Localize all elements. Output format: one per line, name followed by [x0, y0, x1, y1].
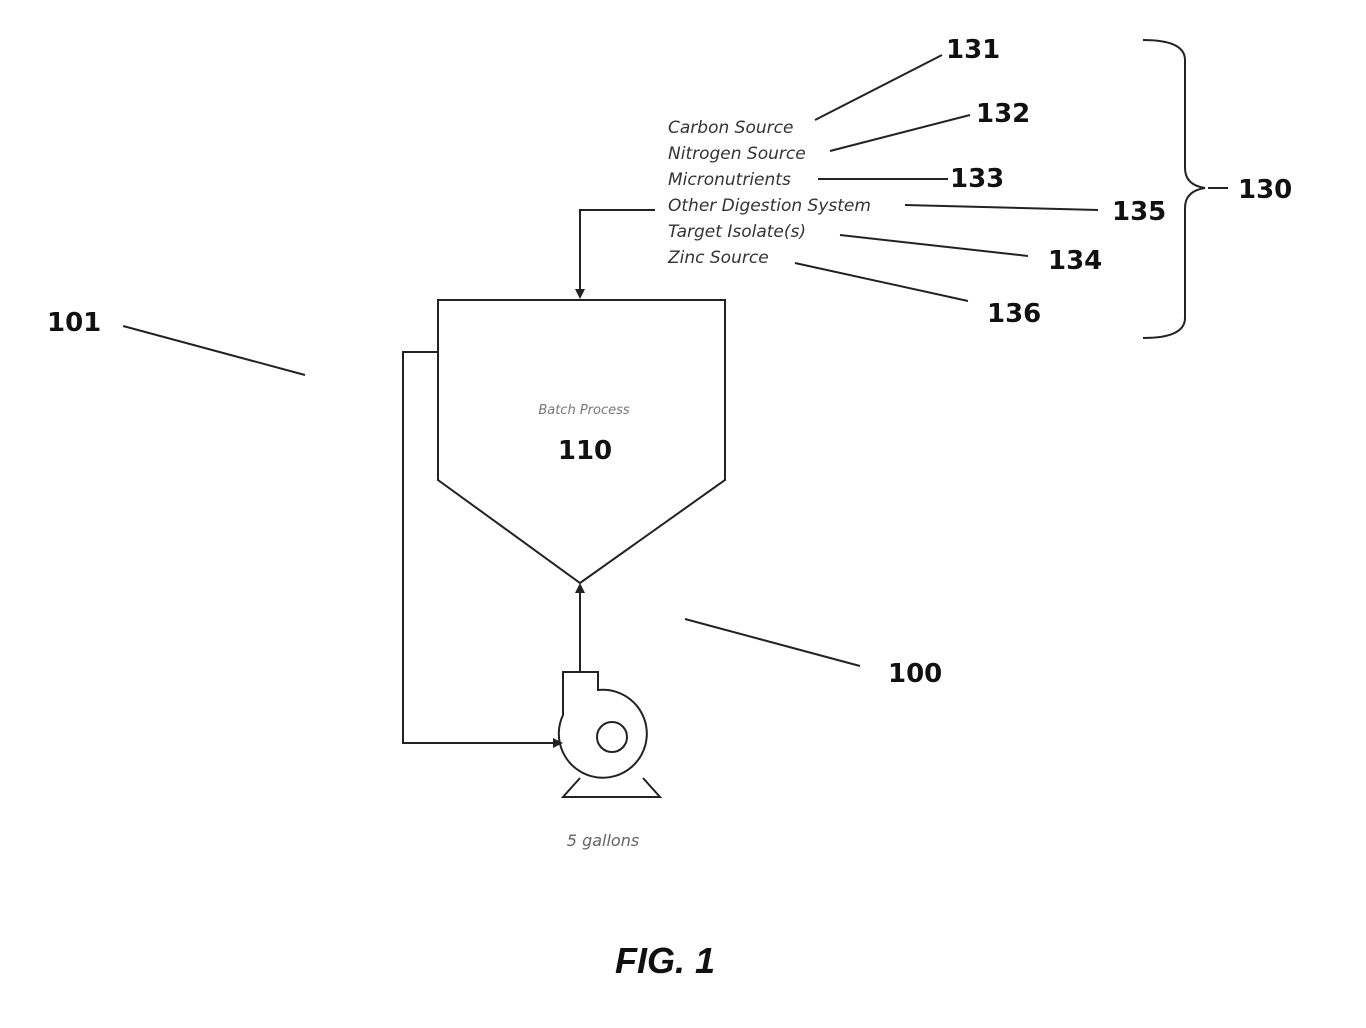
input-label-zinc-source: Zinc Source: [667, 248, 769, 268]
ref-number-100: 100: [888, 659, 942, 689]
input-label-nitrogen-source: Nitrogen Source: [668, 144, 806, 164]
ref-number-130: 130: [1238, 175, 1292, 205]
leader-line-100: [685, 619, 860, 666]
leader-line-131: [815, 55, 942, 120]
leader-line-134: [840, 235, 1028, 256]
input-label-target-isolates: Target Isolate(s): [668, 222, 806, 242]
input-label-other-digestion-system: Other Digestion System: [668, 196, 871, 216]
leader-line-135: [905, 205, 1098, 210]
leader-line-132: [830, 115, 970, 151]
input-label-carbon-source: Carbon Source: [668, 118, 793, 138]
ref-number-133: 133: [950, 164, 1004, 194]
ref-number-136: 136: [987, 299, 1041, 329]
ref-number-135: 135: [1112, 197, 1166, 227]
feed-line: [580, 210, 655, 294]
vessel-caption: Batch Process: [538, 403, 630, 418]
leader-line-136: [795, 263, 968, 301]
ref-number-134: 134: [1048, 246, 1102, 276]
input-label-micronutrients: Micronutrients: [668, 170, 791, 190]
ref-number-132: 132: [976, 99, 1030, 129]
centrifugal-pump-icon: [559, 672, 660, 797]
leader-line-101: [123, 326, 305, 375]
vessel-ref-number: 110: [558, 436, 612, 466]
inputs-group-brace: [1143, 40, 1205, 338]
recirculation-line: [403, 352, 558, 743]
ref-number-101: 101: [47, 308, 101, 338]
ref-number-131: 131: [946, 35, 1000, 65]
figure-title: FIG. 1: [615, 940, 715, 981]
pump-volume-caption: 5 gallons: [567, 831, 639, 850]
